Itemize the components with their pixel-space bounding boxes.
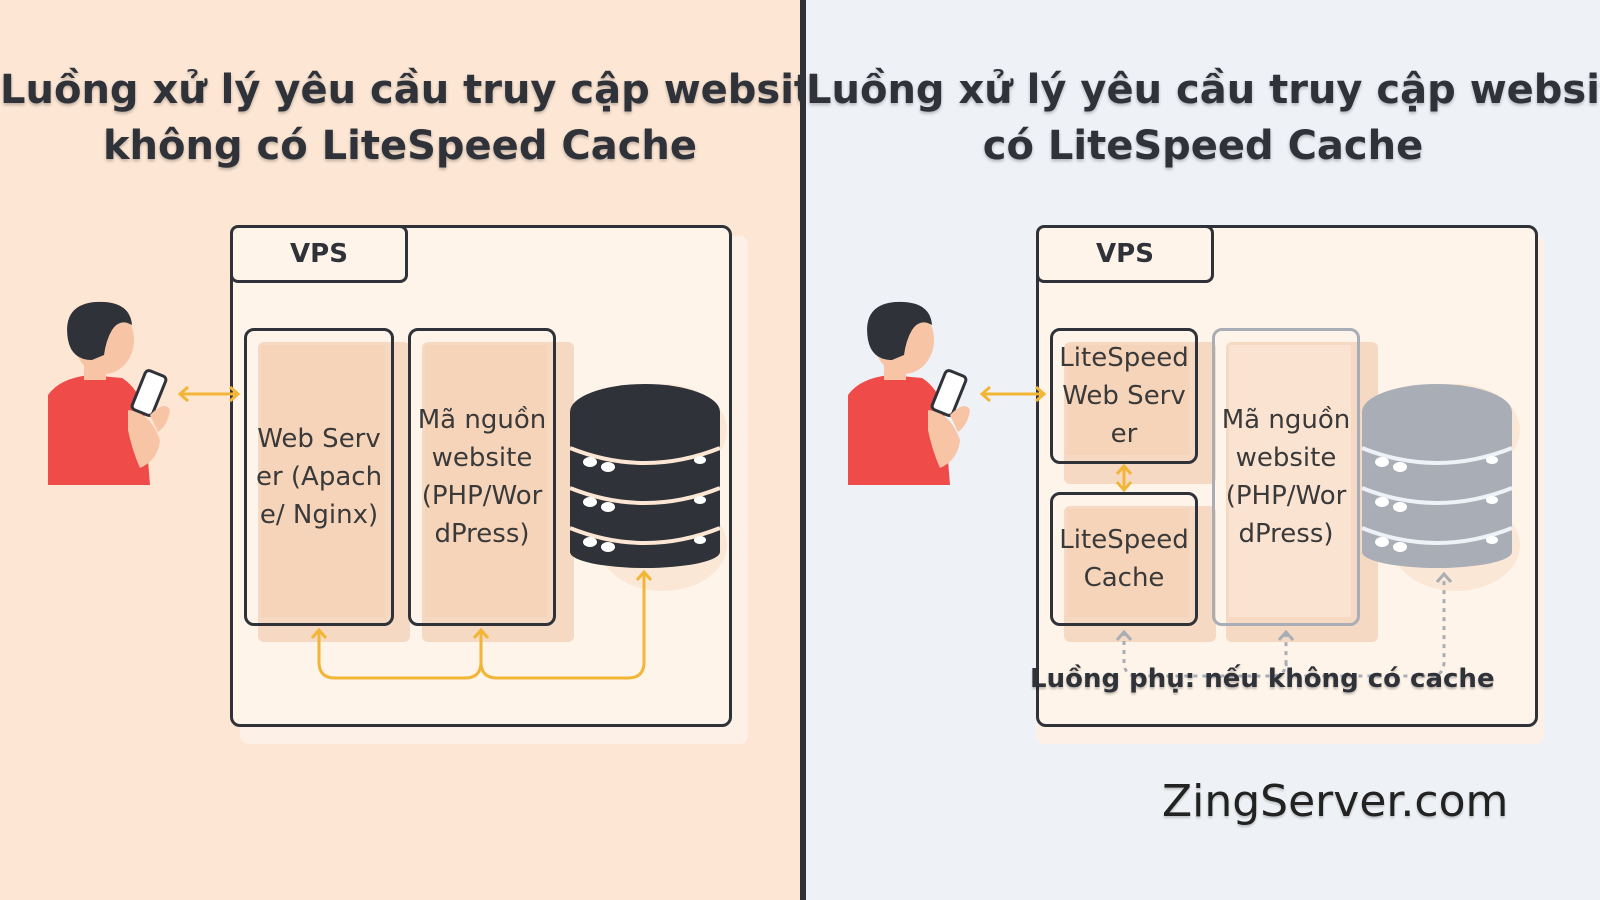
left-panel: Luồng xử lý yêu cầu truy cập website khô… bbox=[0, 0, 841, 900]
litespeed-web-server-box: LiteSpeed Web Server bbox=[1050, 328, 1198, 464]
database-icon-right bbox=[1361, 384, 1520, 591]
web-server-box: Web Server (Apache/ Nginx) bbox=[244, 328, 394, 626]
database-icon bbox=[569, 384, 727, 591]
litespeed-cache-label: LiteSpeed Cache bbox=[1059, 525, 1189, 593]
request-arrow-right bbox=[979, 385, 1047, 403]
brand-watermark: ZingServer.com bbox=[1162, 776, 1509, 827]
right-panel: Luồng xử lý yêu cầu truy cập website có … bbox=[806, 0, 1600, 900]
person-icon bbox=[48, 301, 170, 485]
vps-tab: VPS bbox=[230, 225, 408, 283]
source-code-box-right: Mã nguồn website (PHP/WordPress) bbox=[1212, 328, 1360, 626]
source-code-label: Mã nguồn website (PHP/WordPress) bbox=[417, 405, 547, 549]
left-diagram-graphics bbox=[48, 301, 727, 680]
web-server-label: Web Server (Apache/ Nginx) bbox=[255, 424, 383, 530]
person-icon-right bbox=[848, 301, 970, 485]
litespeed-web-server-label: LiteSpeed Web Server bbox=[1059, 343, 1189, 449]
request-arrow bbox=[177, 385, 241, 403]
processing-flow-lines bbox=[310, 569, 653, 680]
litespeed-cache-box: LiteSpeed Cache bbox=[1050, 492, 1198, 626]
left-title: Luồng xử lý yêu cầu truy cập website khô… bbox=[0, 67, 841, 169]
source-code-box: Mã nguồn website (PHP/WordPress) bbox=[408, 328, 556, 626]
fallback-flow-lines bbox=[1122, 574, 1446, 678]
cache-link-arrow bbox=[1115, 463, 1133, 493]
source-code-label-right: Mã nguồn website (PHP/WordPress) bbox=[1221, 405, 1351, 549]
right-diagram-graphics bbox=[848, 301, 1520, 678]
fallback-note: Luồng phụ: nếu không có cache bbox=[1030, 664, 1495, 694]
vps-tab-right: VPS bbox=[1036, 225, 1214, 283]
panel-divider bbox=[800, 0, 806, 900]
right-title: Luồng xử lý yêu cầu truy cập website có … bbox=[806, 67, 1600, 169]
